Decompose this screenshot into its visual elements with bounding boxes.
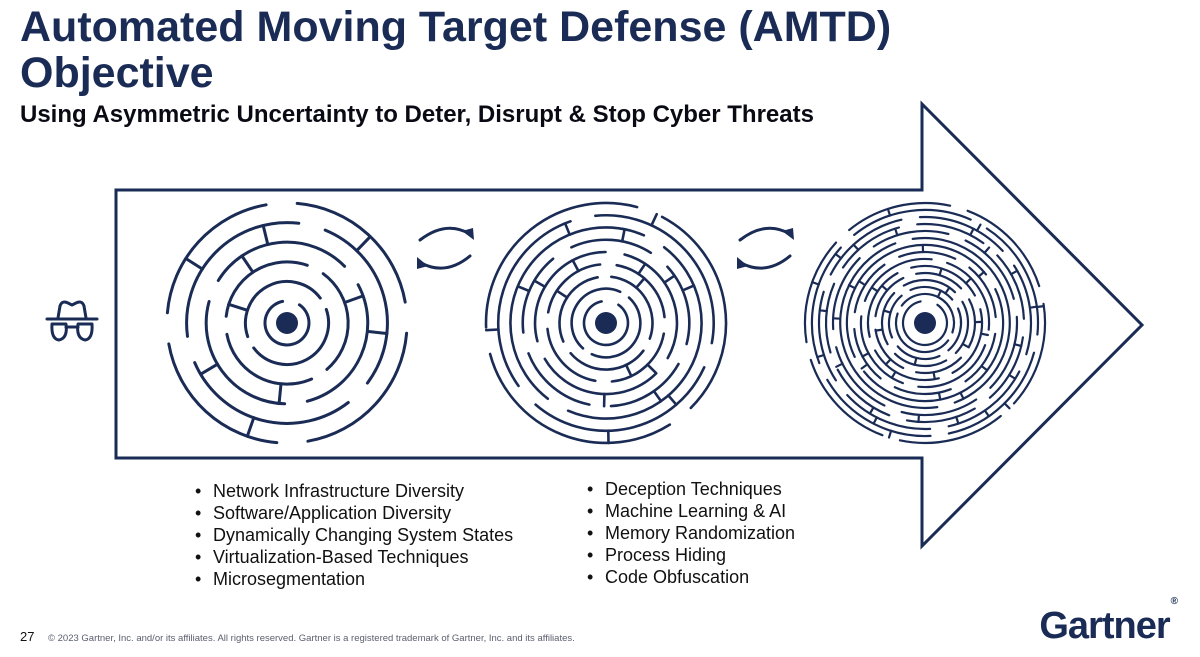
maze-wall: [559, 277, 597, 341]
copyright-footer: © 2023 Gartner, Inc. and/or its affiliat…: [48, 633, 575, 644]
list-item: Code Obfuscation: [587, 566, 795, 588]
maze-wall: [862, 353, 868, 356]
maze-wall: [963, 344, 969, 347]
maze-wall: [307, 285, 367, 402]
maze-wall: [966, 278, 971, 283]
maze-wall: [664, 276, 674, 283]
list-item: Dynamically Changing System States: [195, 524, 513, 546]
list-item: Deception Techniques: [587, 478, 795, 500]
maze-wall: [985, 411, 989, 417]
maze-wall: [357, 237, 371, 251]
maze-wall: [573, 260, 579, 271]
maze-wall: [662, 217, 726, 408]
maze-wall: [611, 364, 679, 406]
maze-wall: [636, 278, 644, 287]
maze-wall: [969, 299, 975, 346]
rotate-arrowheads-1: [417, 228, 474, 269]
maze-wall: [308, 333, 407, 441]
maze-wall: [279, 384, 281, 404]
maze-wall: [898, 346, 940, 359]
maze-wall: [977, 225, 981, 231]
maze-wall: [367, 331, 387, 333]
maze-wall: [882, 286, 887, 291]
maze-wall: [169, 344, 277, 443]
maze-wall: [247, 418, 254, 437]
maze-complex: [805, 203, 1045, 443]
maze-wall: [817, 355, 824, 357]
maze-wall: [889, 296, 902, 338]
list-item: Virtualization-Based Techniques: [195, 546, 513, 568]
maze-wall: [1005, 403, 1010, 408]
list-item: Process Hiding: [587, 544, 795, 566]
maze-wall: [652, 214, 657, 225]
logo-text: Gartner: [1039, 605, 1169, 647]
maze-wall: [611, 277, 652, 339]
maze-wall: [1030, 307, 1037, 308]
maze-wall: [242, 256, 253, 272]
maze-wall: [939, 393, 940, 400]
maze-wall: [889, 431, 891, 438]
maze-wall: [345, 296, 363, 303]
maze-wall: [668, 395, 676, 404]
maze-wall: [892, 372, 896, 378]
maze-wall: [859, 281, 865, 285]
maze-wall: [518, 286, 529, 291]
maze-wall: [534, 281, 545, 287]
maze-wall: [263, 226, 268, 245]
maze-wall: [915, 358, 917, 365]
maze-wall: [323, 274, 348, 370]
maze-center-dot: [914, 312, 936, 334]
maze-wall: [683, 286, 694, 291]
rotate-arrows-icon: [740, 228, 790, 268]
maze-wall: [201, 364, 218, 374]
maze-wall: [870, 408, 874, 414]
maze-wall: [486, 330, 498, 331]
technique-list-left: Network Infrastructure Diversity Softwar…: [195, 480, 513, 590]
maze-wall: [167, 205, 266, 313]
maze-wall: [874, 417, 877, 423]
maze-medium: [486, 203, 726, 443]
spy-icon: [47, 302, 97, 340]
rotate-arrows-icon: [420, 228, 470, 268]
maze-wall: [571, 240, 650, 253]
maze-wall: [571, 351, 644, 370]
list-item: Microsegmentation: [195, 568, 513, 590]
maze-wall: [917, 224, 983, 243]
maze-wall: [229, 304, 248, 310]
maze-wall: [186, 259, 203, 270]
technique-list-right: Deception Techniques Machine Learning & …: [587, 478, 795, 588]
maze-center-dot: [276, 312, 298, 334]
maze-wall: [545, 359, 656, 394]
maze-wall: [638, 264, 645, 274]
rotate-arrowheads-2: [737, 228, 794, 269]
maze-wall: [982, 366, 988, 370]
maze-wall: [899, 252, 955, 259]
maze-wall: [297, 203, 405, 302]
maze-wall: [648, 365, 657, 374]
gartner-logo: Gartner®: [1039, 605, 1178, 648]
maze-wall: [626, 365, 631, 376]
maze-wall: [872, 288, 878, 292]
maze-wall: [836, 364, 842, 367]
maze-wall: [565, 223, 570, 234]
maze-wall: [622, 229, 624, 241]
maze-simple: [167, 203, 406, 442]
list-item: Machine Learning & AI: [587, 500, 795, 522]
registered-mark: ®: [1171, 596, 1178, 607]
list-item: Network Infrastructure Diversity: [195, 480, 513, 502]
maze-wall: [895, 387, 951, 394]
maze-wall: [654, 391, 661, 401]
maze-wall: [981, 334, 988, 335]
maze-center-dot: [595, 312, 617, 334]
maze-wall: [862, 364, 868, 368]
maze-wall: [985, 248, 990, 253]
list-item: Memory Randomization: [587, 522, 795, 544]
maze-wall: [557, 291, 567, 298]
maze-wall: [948, 309, 961, 351]
page-number: 27: [20, 629, 34, 644]
list-item: Software/Application Diversity: [195, 502, 513, 524]
